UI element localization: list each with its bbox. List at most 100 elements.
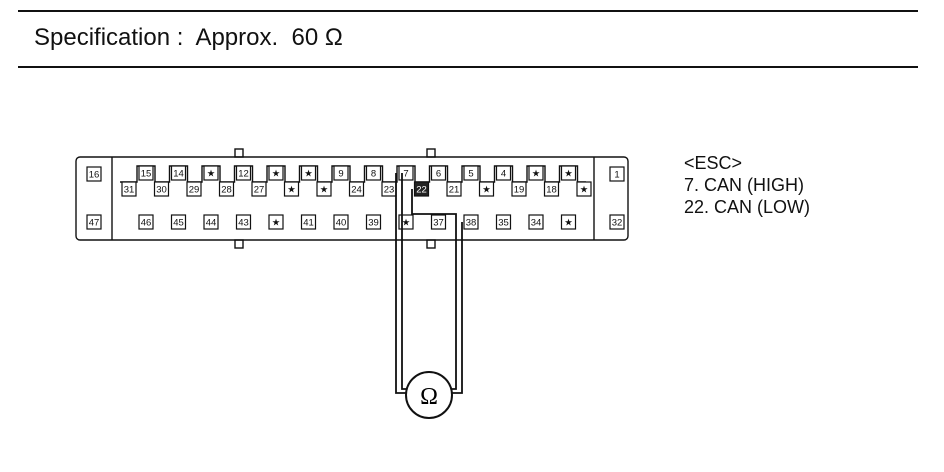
pin-box [478, 181, 495, 197]
pin-box [511, 181, 527, 197]
lock-tab-top-right [426, 148, 436, 158]
lock-tab-bottom-right [426, 239, 436, 249]
pin-row3-11: 35 [495, 214, 512, 230]
pin-number: ★ [402, 218, 411, 229]
lead-pin7-outer [395, 173, 408, 394]
pin-box [121, 181, 137, 197]
pin-number: 37 [433, 218, 444, 229]
pin-box [170, 214, 187, 230]
pin-row3-0: 46 [138, 214, 154, 230]
pin-box [153, 181, 170, 197]
specification-line: Specification : Approx. 60 Ω [34, 24, 343, 52]
pin-box [348, 181, 365, 197]
pin-number: 29 [189, 185, 200, 196]
pin-number: 47 [89, 218, 100, 229]
pin-box [86, 166, 102, 182]
pin-row2-10: 21 [446, 181, 462, 197]
pin-box [283, 181, 300, 197]
pin-legend: <ESC> 7. CAN (HIGH) 22. CAN (LOW) [684, 152, 810, 218]
pin-number: ★ [207, 169, 216, 180]
pin-number: 35 [498, 218, 509, 229]
pin-box [365, 165, 382, 181]
pin-box [609, 166, 625, 182]
keying-outline [120, 165, 586, 183]
pin-row1-9: 6 [430, 165, 447, 181]
pin-row2-11: ★ [478, 181, 495, 197]
pin-box [430, 165, 447, 181]
spec-value: 60 [291, 24, 319, 51]
pin-number: 19 [514, 185, 525, 196]
ohm-icon: Ω [420, 384, 438, 410]
pin-row1-5: ★ [300, 165, 317, 181]
pin-number: 24 [351, 185, 362, 196]
pin-box [560, 165, 577, 181]
pin-box [560, 214, 577, 230]
pin-box [138, 165, 154, 181]
pin-row3-10: 38 [463, 214, 479, 230]
lock-tab-top-left [234, 148, 244, 158]
pin-right-bottom: 32 [609, 214, 625, 230]
pin-number: ★ [320, 185, 329, 196]
pin-row2-3: 28 [218, 181, 235, 197]
pin-row2-8: 23 [381, 181, 397, 197]
pin-number: 5 [468, 169, 473, 180]
pin-number: 34 [531, 218, 542, 229]
pin-row1-2: ★ [203, 165, 219, 181]
pin-box [333, 165, 349, 181]
pin-number: 22 [416, 185, 427, 196]
pin-row1-1: 14 [170, 165, 187, 181]
pin-row1-13: ★ [560, 165, 577, 181]
pin-number: 32 [612, 218, 623, 229]
pin-box [218, 181, 235, 197]
pin-number: 43 [238, 218, 249, 229]
ohmmeter-circle [405, 371, 453, 419]
pin-box [235, 165, 252, 181]
pin-row2-4: 27 [251, 181, 267, 197]
pin-left-top: 16 [86, 166, 102, 182]
pin-number: 28 [221, 185, 232, 196]
pin-box [251, 181, 267, 197]
pin-number: 4 [501, 169, 506, 180]
spec-value-text: Approx. [195, 24, 279, 51]
pin-box [446, 181, 462, 197]
pin-row3-13: ★ [560, 214, 577, 230]
pin-row1-7: 8 [365, 165, 382, 181]
pin-row2-9: 22 [413, 181, 430, 197]
pin-number: 27 [254, 185, 265, 196]
pin-number: ★ [482, 185, 491, 196]
pin-number: 21 [449, 185, 460, 196]
pin-number: ★ [272, 218, 281, 229]
pin-number: 6 [436, 169, 441, 180]
pin-row2-2: 29 [186, 181, 202, 197]
pin-row3-2: 44 [203, 214, 219, 230]
lead-pin22-inner [452, 228, 457, 390]
pin-number: ★ [564, 218, 573, 229]
pin-box [463, 165, 479, 181]
legend-item-can-low: 22. CAN (LOW) [684, 197, 811, 217]
pin-row2-6: ★ [316, 181, 332, 197]
pin-box [609, 214, 625, 230]
pin-box [495, 214, 512, 230]
pin-number: 30 [156, 185, 167, 196]
pin-number: 16 [89, 170, 100, 181]
pin-number: ★ [532, 169, 541, 180]
pin-row3-4: ★ [268, 214, 284, 230]
pin-box [300, 214, 317, 230]
pin-number: 41 [303, 218, 314, 229]
pin-row2-0: 31 [121, 181, 137, 197]
pin-number: 15 [141, 169, 152, 180]
pin-row1-6: 9 [333, 165, 349, 181]
pin-number: 18 [546, 185, 557, 196]
pin-number: 40 [336, 218, 347, 229]
pin-row2-1: 30 [153, 181, 170, 197]
pin-box [268, 165, 284, 181]
pin-row3-6: 40 [333, 214, 349, 230]
pin-number: 7 [403, 169, 408, 180]
meter-leads [395, 173, 463, 394]
pin-row3-1: 45 [170, 214, 187, 230]
pin-box [235, 214, 252, 230]
pin-row3-7: 39 [365, 214, 382, 230]
pin-row1-10: 5 [463, 165, 479, 181]
connector-body [75, 148, 629, 249]
pin-box [543, 181, 560, 197]
